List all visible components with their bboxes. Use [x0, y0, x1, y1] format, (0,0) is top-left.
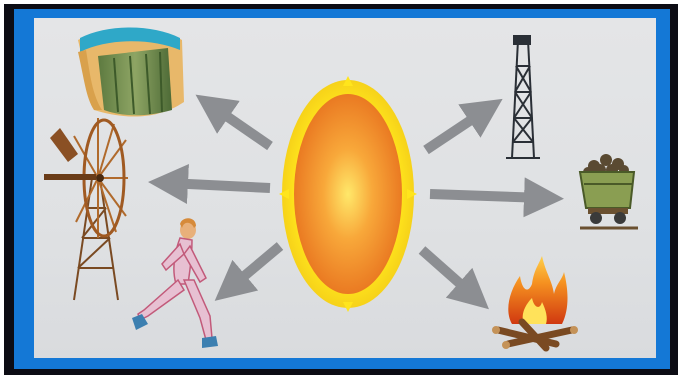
sun-energy-diagram: [34, 18, 656, 358]
windmill-icon: [44, 118, 128, 300]
arrow-to-runner: [230, 246, 280, 288]
arrow-to-campfire: [422, 250, 474, 296]
oil-derrick-icon: [506, 36, 540, 158]
arrow-to-windmill: [168, 183, 270, 188]
runner-icon: [132, 218, 218, 348]
coal-cart-icon: [580, 154, 638, 228]
campfire-icon: [492, 256, 578, 349]
sun-icon: [279, 76, 417, 312]
dam-icon: [78, 28, 184, 117]
arrow-to-coal-cart: [430, 194, 544, 198]
arrow-to-dam: [212, 106, 270, 146]
arrow-to-oil-derrick: [426, 110, 486, 150]
diagram-canvas: [34, 18, 656, 358]
